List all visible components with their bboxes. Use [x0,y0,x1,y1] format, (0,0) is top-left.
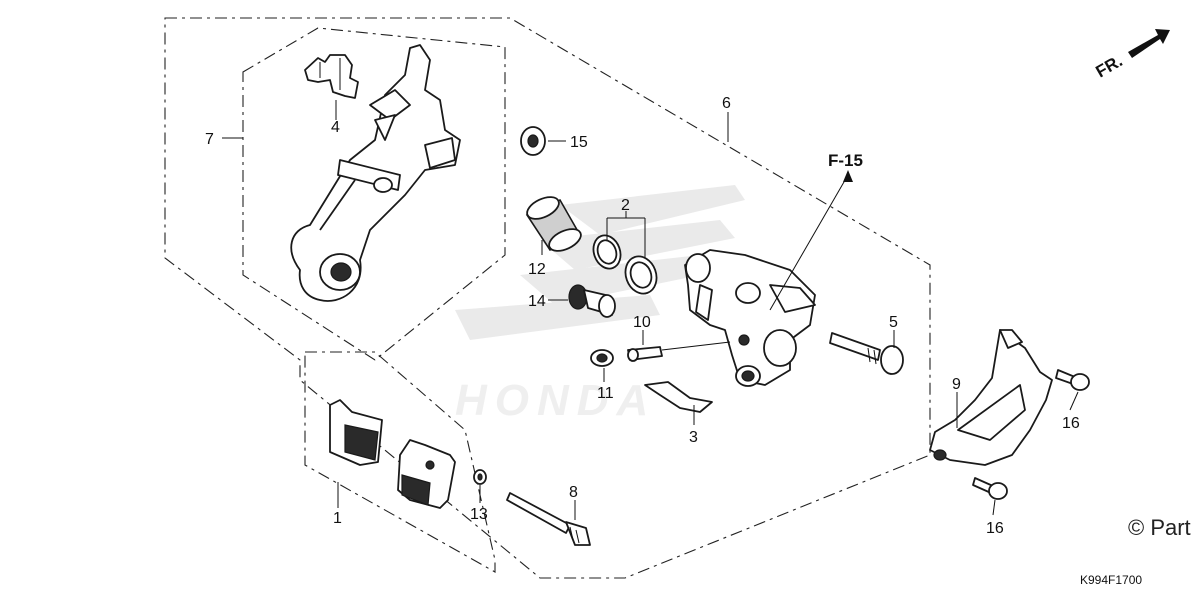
callout-8: 8 [569,484,578,501]
callout-6: 6 [722,95,731,112]
pad-spring-clip [304,54,359,99]
callout-13: 13 [470,506,488,523]
callout-1: 1 [333,510,342,527]
front-label: FR. [1093,51,1126,81]
caliper-guard [929,329,1053,466]
piston [525,196,582,252]
caliper-assembly-outline [164,17,931,579]
callout-3: 3 [689,429,698,446]
pad-group-outline [304,351,496,573]
callout-4: 4 [331,119,340,136]
callout-16-upper: 16 [1062,415,1080,432]
callout-11: 11 [597,385,614,402]
callout-14: 14 [528,293,546,310]
reference-arrow-icon [843,170,853,182]
caliper-slide-pin [829,332,904,375]
callout-labels: 7 4 15 6 2 12 14 10 11 3 5 9 16 16 13 8 … [205,95,1080,537]
guard-bolt-lower [972,477,1008,500]
callout-10: 10 [633,314,651,331]
copyright-text: © Part [1128,515,1191,540]
caliper-body [684,249,816,387]
section-reference[interactable]: F-15 [828,151,863,170]
callout-7: 7 [205,131,214,148]
slide-pin-boot [568,284,616,318]
front-direction-indicator: FR. [1093,29,1170,81]
figure-code: K994F1700 [1080,573,1142,587]
pad-pin [506,492,591,546]
callout-15: 15 [570,134,588,151]
brake-pads [329,399,456,509]
bracket-group-outline [242,27,506,361]
leader-lines [222,100,1079,520]
watermark-text: HONDA [455,376,656,425]
piston-seal-set [592,234,658,295]
bleeder-screw-small [590,349,614,367]
callout-5: 5 [889,314,898,331]
callout-9: 9 [952,376,961,393]
pad-retainer [644,381,713,413]
callout-2: 2 [621,197,630,214]
front-arrow-icon [1128,29,1170,58]
pad-washer [473,469,487,485]
guard-bolt-upper [1055,369,1090,391]
callout-16-lower: 16 [986,520,1004,537]
callout-12: 12 [528,261,546,278]
bleeder-screw [627,346,663,362]
honda-watermark: HONDA [455,185,745,425]
caliper-bracket [290,44,461,302]
bleeder-cap [520,126,546,156]
